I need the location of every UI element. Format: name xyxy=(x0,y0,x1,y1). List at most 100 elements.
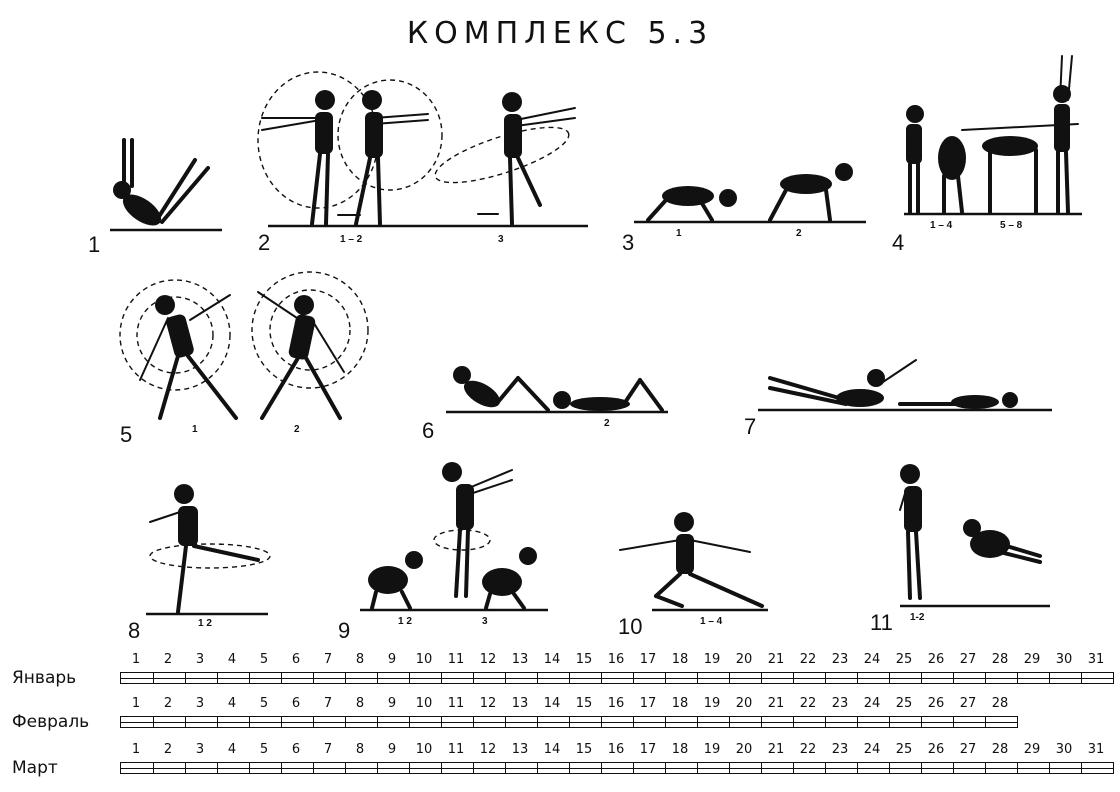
day-cell[interactable] xyxy=(441,717,473,727)
day-cell[interactable] xyxy=(281,673,313,683)
day-cell[interactable] xyxy=(249,763,281,773)
day-cell[interactable] xyxy=(793,717,825,727)
day-cell[interactable] xyxy=(441,673,473,683)
day-cell[interactable] xyxy=(665,763,697,773)
day-cell[interactable] xyxy=(377,673,409,683)
day-cell[interactable] xyxy=(345,763,377,773)
day-cell[interactable] xyxy=(377,717,409,727)
day-cell[interactable] xyxy=(505,763,537,773)
day-cell[interactable] xyxy=(409,717,441,727)
day-cell[interactable] xyxy=(633,717,665,727)
day-cell[interactable] xyxy=(985,763,1017,773)
day-cell[interactable] xyxy=(601,717,633,727)
exercise-8-number: 8 xyxy=(128,618,140,643)
day-cell[interactable] xyxy=(569,763,601,773)
day-cell[interactable] xyxy=(729,763,761,773)
day-cell[interactable] xyxy=(281,763,313,773)
day-cell[interactable] xyxy=(665,717,697,727)
day-cell[interactable] xyxy=(985,673,1017,683)
day-cell[interactable] xyxy=(697,673,729,683)
day-cell[interactable] xyxy=(121,763,153,773)
day-cell[interactable] xyxy=(313,763,345,773)
day-cell[interactable] xyxy=(825,763,857,773)
day-cell[interactable] xyxy=(1017,763,1049,773)
day-cell[interactable] xyxy=(409,763,441,773)
day-cell[interactable] xyxy=(569,673,601,683)
day-number: 28 xyxy=(984,652,1016,667)
day-cell[interactable] xyxy=(537,763,569,773)
day-cell[interactable] xyxy=(793,763,825,773)
day-cell[interactable] xyxy=(185,673,217,683)
day-cell[interactable] xyxy=(249,673,281,683)
day-cell[interactable] xyxy=(1049,763,1081,773)
day-cell[interactable] xyxy=(537,673,569,683)
day-cell[interactable] xyxy=(473,763,505,773)
day-cell[interactable] xyxy=(921,763,953,773)
day-cell[interactable] xyxy=(217,717,249,727)
day-number: 2 xyxy=(152,696,184,711)
day-cell[interactable] xyxy=(729,717,761,727)
day-cell[interactable] xyxy=(825,717,857,727)
day-cell[interactable] xyxy=(249,717,281,727)
day-cell[interactable] xyxy=(569,717,601,727)
day-cell[interactable] xyxy=(217,673,249,683)
day-cell[interactable] xyxy=(313,717,345,727)
day-cell[interactable] xyxy=(857,717,889,727)
day-number: 31 xyxy=(1080,742,1112,757)
day-cell[interactable] xyxy=(121,717,153,727)
day-cell[interactable] xyxy=(985,717,1017,727)
day-cell[interactable] xyxy=(345,717,377,727)
day-cell[interactable] xyxy=(857,763,889,773)
day-cell[interactable] xyxy=(537,717,569,727)
day-cell[interactable] xyxy=(633,673,665,683)
exercise-illustrations: 1 2 3 4 5 6 7 8 9 10 11 1 – 2 3 1 2 1 – … xyxy=(0,0,1120,650)
day-cell[interactable] xyxy=(153,673,185,683)
day-cell[interactable] xyxy=(1081,763,1113,773)
day-number: 7 xyxy=(312,652,344,667)
exercise-1-figure xyxy=(110,140,222,232)
day-cell[interactable] xyxy=(697,717,729,727)
day-cell[interactable] xyxy=(889,673,921,683)
day-cell[interactable] xyxy=(441,763,473,773)
exercise-11-figure xyxy=(900,464,1050,606)
day-cell[interactable] xyxy=(633,763,665,773)
day-cell[interactable] xyxy=(601,673,633,683)
day-cell[interactable] xyxy=(281,717,313,727)
day-cell[interactable] xyxy=(793,673,825,683)
day-cell[interactable] xyxy=(761,673,793,683)
day-cell[interactable] xyxy=(889,763,921,773)
day-cell[interactable] xyxy=(665,673,697,683)
day-cell[interactable] xyxy=(953,717,985,727)
day-cell[interactable] xyxy=(1081,673,1113,683)
day-cell[interactable] xyxy=(345,673,377,683)
day-cell[interactable] xyxy=(313,673,345,683)
day-cell[interactable] xyxy=(409,673,441,683)
day-cell[interactable] xyxy=(121,673,153,683)
day-cell[interactable] xyxy=(505,717,537,727)
day-cell[interactable] xyxy=(473,717,505,727)
day-cell[interactable] xyxy=(185,763,217,773)
day-cell[interactable] xyxy=(153,763,185,773)
day-cell[interactable] xyxy=(953,673,985,683)
day-cell[interactable] xyxy=(1017,673,1049,683)
day-cell[interactable] xyxy=(473,673,505,683)
day-cell[interactable] xyxy=(1049,673,1081,683)
day-cell[interactable] xyxy=(857,673,889,683)
day-cell[interactable] xyxy=(601,763,633,773)
day-cell[interactable] xyxy=(153,717,185,727)
day-cell[interactable] xyxy=(921,673,953,683)
day-cell[interactable] xyxy=(505,673,537,683)
day-cell[interactable] xyxy=(377,763,409,773)
day-cell[interactable] xyxy=(953,763,985,773)
day-cell[interactable] xyxy=(729,673,761,683)
day-cell[interactable] xyxy=(761,763,793,773)
day-cell[interactable] xyxy=(921,717,953,727)
day-cell[interactable] xyxy=(889,717,921,727)
day-cell[interactable] xyxy=(697,763,729,773)
day-number: 3 xyxy=(184,652,216,667)
day-cell[interactable] xyxy=(185,717,217,727)
day-cell[interactable] xyxy=(761,717,793,727)
day-cell[interactable] xyxy=(825,673,857,683)
day-cell[interactable] xyxy=(217,763,249,773)
day-number: 5 xyxy=(248,652,280,667)
